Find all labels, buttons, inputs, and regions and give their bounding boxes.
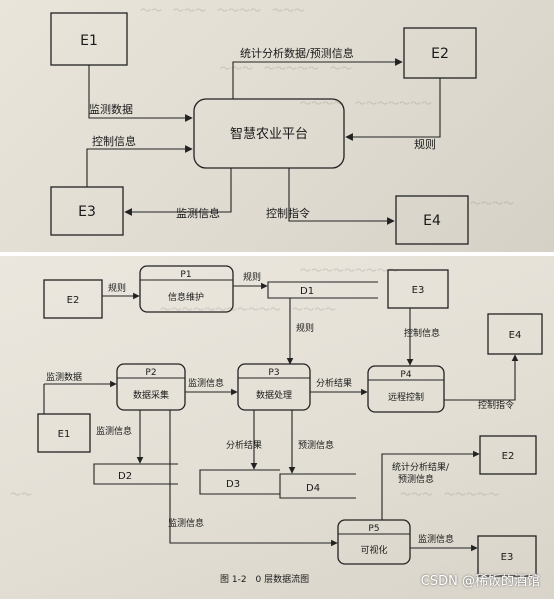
l0-entity-e4-box [487,313,543,355]
l0-entity-e1-label: E1 [58,429,71,440]
process-p4-id: P4 [400,370,411,380]
l0-flow-p4-e4-label: 控制指令 [478,399,514,411]
datastore-d2-label: D2 [118,471,132,482]
process-p3-box [237,363,311,411]
l0-flow-e3-p4-label: 控制信息 [404,327,440,339]
entity-e1-label: E1 [80,33,98,49]
entity-e4-label: E4 [423,213,441,229]
flow-e1-platform [88,65,193,122]
level0-diagram-photo: ～～～～～～～～～ ～～～～～～～～～～～ ～～～～ ～～ ～～～ ～～～～～ … [0,256,554,599]
process-p4-name: 远程控制 [388,391,424,403]
l0-flow-p3-d4-label: 预测信息 [298,439,334,451]
l0-entity-e3-bottom-label: E3 [501,552,514,563]
l0-entity-e3-label: E3 [412,285,425,296]
flow-platform-e3 [124,168,232,216]
datastore-d4 [279,473,356,499]
l0-flow-p2-p5 [169,410,338,547]
datastore-d1 [267,281,378,299]
process-p1-box [139,265,234,313]
l0-flow-p5-e2-label: 统计分析结果/ 预测信息 [392,461,452,485]
process-p2-box [116,363,186,411]
l0-flow-p2-d2-label: 监测信息 [96,425,132,437]
l0-flow-p2-p5-label: 监测信息 [168,517,204,529]
context-diagram: E1 E2 E3 E4 智慧农业平台 监测数据 控制信息 统计分析数据/预测信息… [50,12,477,245]
flow-e2-platform-label: 规则 [414,137,436,151]
process-p3-id: P3 [268,368,279,378]
l0-flow-p3-d3-label: 分析结果 [226,439,262,451]
l0-entity-e2-label: E2 [67,295,80,306]
process-p2-id: P2 [145,368,156,378]
l0-entity-e1-box [37,413,91,453]
process-p1-name: 信息维护 [168,291,204,303]
entity-e2-label: E2 [431,46,449,62]
entity-e4-box [395,195,469,245]
datastore-d3-label: D3 [226,479,240,490]
l0-entity-e2-right-box [479,435,537,475]
flow-platform-e2 [232,58,403,99]
diagram-caption: 图 1-2 0 层数据流图 [220,573,309,585]
flow-e3-platform-label: 控制信息 [92,134,136,148]
process-p5-box [337,519,411,565]
process-p3-name: 数据处理 [256,389,292,401]
flow-platform-e4-label: 控制指令 [266,206,310,220]
l0-flow-p4-e4 [444,354,519,401]
csdn-watermark: CSDN @稀饭的酒馆 [420,574,540,589]
datastore-d2 [93,463,178,485]
context-diagram-photo: ～～ ～～～ ～～～～ ～～～ ～～～ ～～～～～ ～～ ～～～～ ～～～～～～… [0,0,554,252]
l0-entity-e4-label: E4 [509,330,522,341]
l0-flow-p2-p3-label: 监测信息 [188,377,224,389]
l0-flow-p1-d1-label: 规则 [243,271,261,283]
process-p5-name: 可视化 [360,544,387,556]
flow-platform-e2-label: 统计分析数据/预测信息 [240,46,354,60]
l0-flow-p5-e3-label: 监测信息 [418,533,454,545]
flow-platform-e4 [288,168,395,225]
flow-e2-platform [345,78,441,141]
datastore-d4-label: D4 [306,483,320,494]
flow-platform-e3-label: 监测信息 [176,206,220,220]
l0-flow-e1-p2-label: 监测数据 [46,371,82,383]
datastore-d1-label: D1 [300,286,314,297]
flow-e3-platform [86,145,193,187]
l0-flow-p5-e2 [381,450,480,520]
l0-flow-e2-p1-label: 规则 [108,282,126,294]
process-p2-name: 数据采集 [133,389,169,401]
platform-process-box [193,98,345,169]
l0-flow-p3-p4-label: 分析结果 [316,377,352,389]
l0-entity-e3-box [387,269,449,309]
process-p4-box [367,365,445,413]
level0-diagram: E2 P1 信息维护 规则 D1 规则 规则 E3 E4 控制信息 P2 数据采… [37,265,543,585]
l0-entity-e2-box [43,279,103,319]
entity-e3-label: E3 [78,204,96,220]
l0-entity-e2-right-label: E2 [502,451,515,462]
platform-process-label: 智慧农业平台 [230,126,308,142]
l0-flow-d1-p3-label: 规则 [296,322,314,334]
l0-entity-e3-bottom-box [477,535,537,577]
process-p5-id: P5 [368,524,379,534]
datastore-d3 [199,469,280,495]
process-p1-id: P1 [180,270,191,280]
flow-e1-platform-label: 监测数据 [89,102,133,116]
